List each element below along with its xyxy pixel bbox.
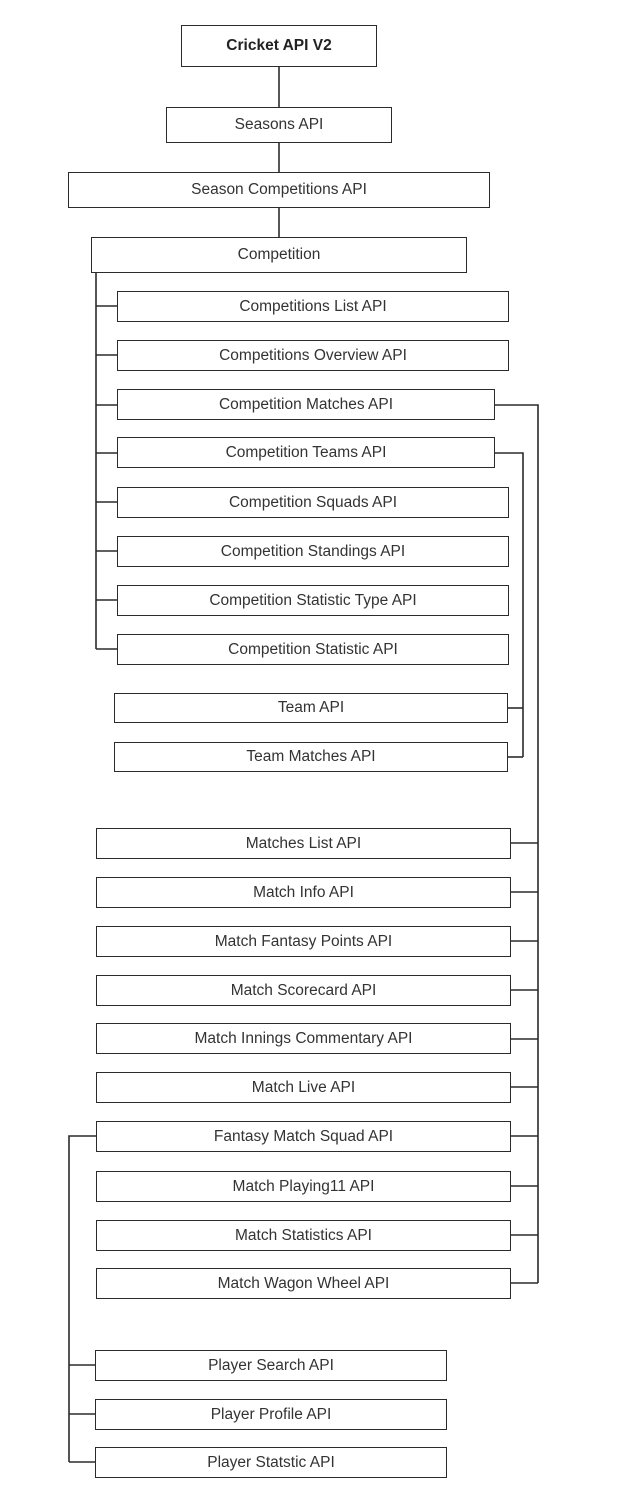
node-competitions-list: Competitions List API	[117, 291, 509, 322]
node-match-innings-commentary: Match Innings Commentary API	[96, 1023, 511, 1054]
node-match-playing11: Match Playing11 API	[96, 1171, 511, 1202]
root-node: Cricket API V2	[181, 25, 377, 67]
node-competitions-overview: Competitions Overview API	[117, 340, 509, 371]
node-match-info: Match Info API	[96, 877, 511, 908]
node-player-profile: Player Profile API	[95, 1399, 447, 1430]
node-matches-list: Matches List API	[96, 828, 511, 859]
node-competition-teams: Competition Teams API	[117, 437, 495, 468]
node-team-matches: Team Matches API	[114, 742, 508, 772]
node-competition: Competition	[91, 237, 467, 273]
node-team: Team API	[114, 693, 508, 723]
node-match-fantasy-points: Match Fantasy Points API	[96, 926, 511, 957]
node-player-statistic: Player Statstic API	[95, 1447, 447, 1478]
node-match-statistics: Match Statistics API	[96, 1220, 511, 1251]
node-competition-standings: Competition Standings API	[117, 536, 509, 567]
connector-squad-to-player-group	[68, 1135, 97, 1462]
node-seasons: Seasons API	[166, 107, 392, 143]
node-player-search: Player Search API	[95, 1350, 447, 1381]
node-match-wagon-wheel: Match Wagon Wheel API	[96, 1268, 511, 1299]
node-match-live: Match Live API	[96, 1072, 511, 1103]
node-competition-matches: Competition Matches API	[117, 389, 495, 420]
node-fantasy-match-squad: Fantasy Match Squad API	[96, 1121, 511, 1152]
node-competition-squads: Competition Squads API	[117, 487, 509, 518]
connector-teams-to-team-group	[494, 452, 524, 757]
node-competition-statistic: Competition Statistic API	[117, 634, 509, 665]
node-season-competitions: Season Competitions API	[68, 172, 490, 208]
node-match-scorecard: Match Scorecard API	[96, 975, 511, 1006]
node-competition-statistic-type: Competition Statistic Type API	[117, 585, 509, 616]
